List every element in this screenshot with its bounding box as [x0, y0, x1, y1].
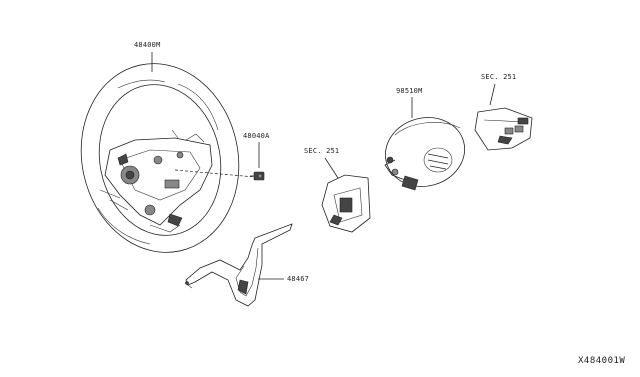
airbag-module-drawing: [384, 117, 466, 191]
bolt-drawing: [250, 171, 265, 181]
steering-wheel-drawing: [80, 63, 240, 253]
steering-switch-left-drawing: [321, 174, 371, 233]
leader-sec251-right: [489, 83, 496, 106]
label-98510M: 98510M: [396, 87, 423, 95]
drawing-id: X484001W: [578, 356, 626, 366]
label-48400M: 48400M: [134, 41, 161, 49]
label-sec251-right: SEC. 251: [481, 73, 517, 81]
leader-sec251-left: [324, 157, 339, 179]
label-sec251-left: SEC. 251: [304, 147, 340, 155]
dashed-bolt-line: [174, 169, 256, 178]
steering-switch-right-drawing: [474, 107, 533, 151]
label-48467: 48467: [287, 275, 310, 283]
finisher-drawing: [184, 223, 293, 307]
label-48040A: 48040A: [243, 132, 270, 140]
